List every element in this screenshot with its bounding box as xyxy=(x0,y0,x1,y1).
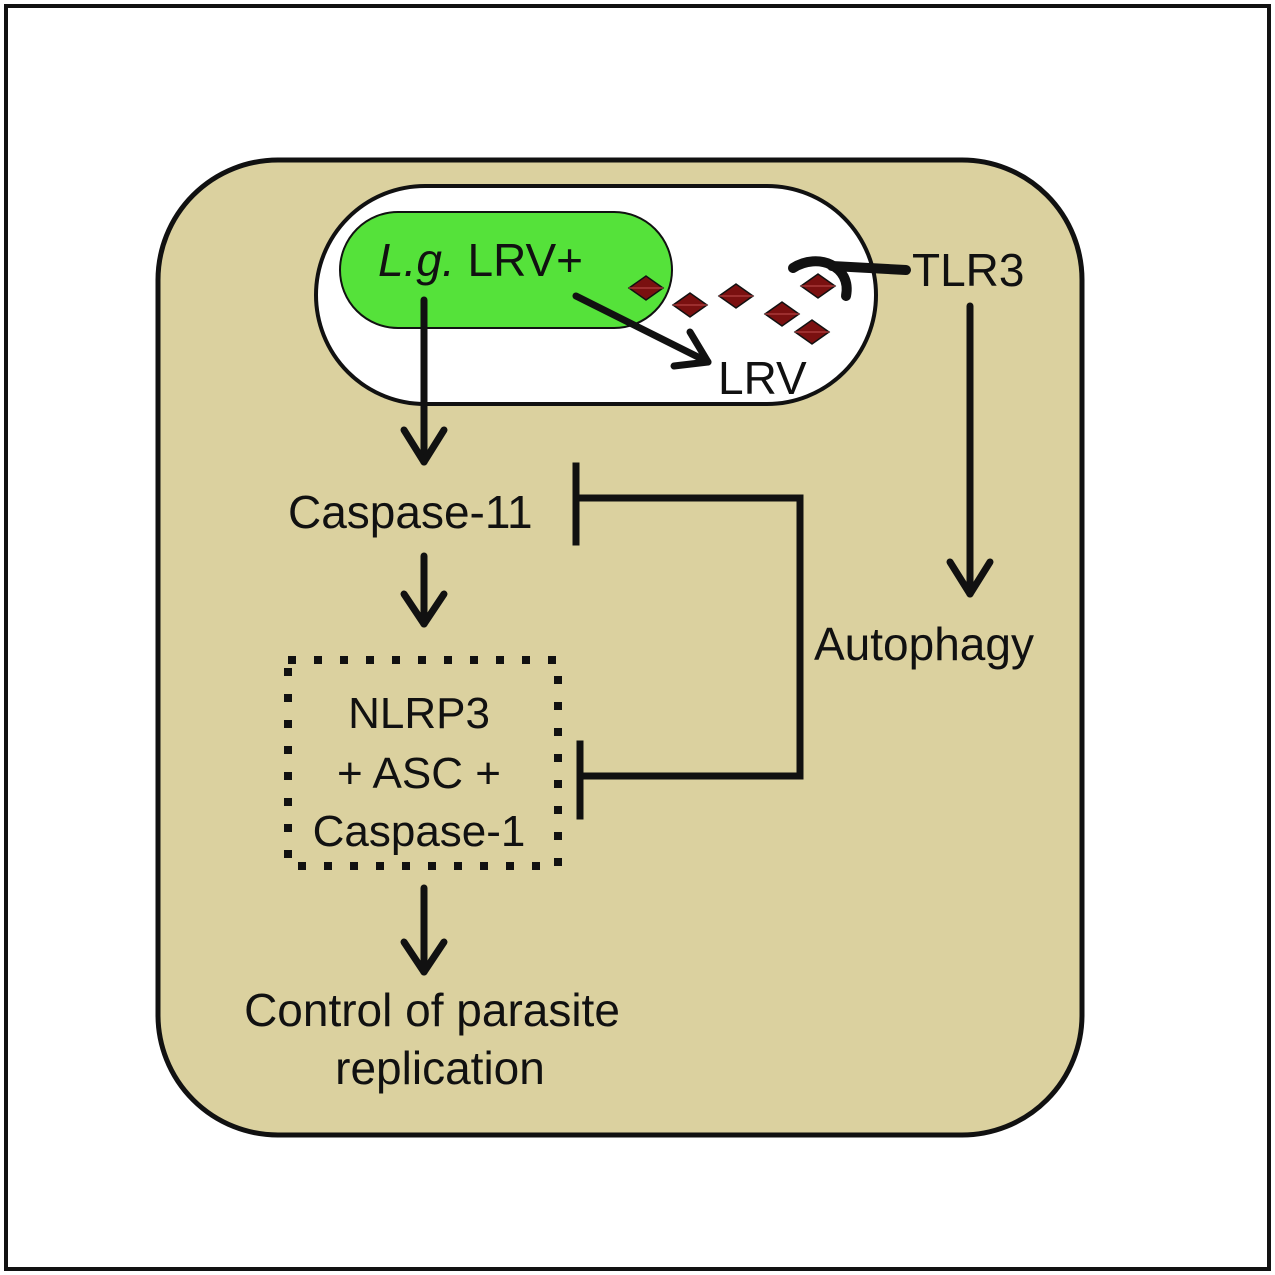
autophagy-inhibition xyxy=(572,462,804,820)
inflammasome-line-1: NLRP3 xyxy=(348,689,490,738)
lrv-release-arrow xyxy=(572,292,712,370)
inflammasome-line-2: + ASC + xyxy=(337,749,501,798)
caspase11-label: Caspase-11 xyxy=(288,486,533,538)
arrow-caspase11-to-inflammasome xyxy=(400,552,448,628)
inflammasome-box xyxy=(284,656,562,870)
virus-particle xyxy=(627,275,665,301)
parasite-strain-label: LRV+ xyxy=(455,234,583,286)
outcome-line-2: replication xyxy=(335,1042,545,1094)
outcome-line-1: Control of parasite xyxy=(244,984,620,1036)
arrow-inflammasome-to-outcome xyxy=(400,884,448,976)
inflammasome-line-3: Caspase-1 xyxy=(313,807,526,856)
virus-particle xyxy=(671,292,709,318)
tlr3-receptor xyxy=(788,256,911,301)
tlr3-label: TLR3 xyxy=(912,244,1024,296)
autophagy-label: Autophagy xyxy=(814,618,1034,670)
parasite-label: L.g. LRV+ xyxy=(378,234,583,286)
host-cell xyxy=(155,157,1085,1138)
virus-particle xyxy=(717,283,755,309)
virus-particles xyxy=(627,273,837,345)
virus-particle xyxy=(799,273,837,299)
virus-particle xyxy=(793,319,831,345)
arrow-parasite-to-caspase11 xyxy=(400,296,448,466)
virus-particle xyxy=(763,301,801,327)
lrv-label: LRV xyxy=(718,352,807,404)
arrow-tlr3-to-autophagy xyxy=(946,302,994,598)
parasite-species-label: L.g. xyxy=(378,234,455,286)
